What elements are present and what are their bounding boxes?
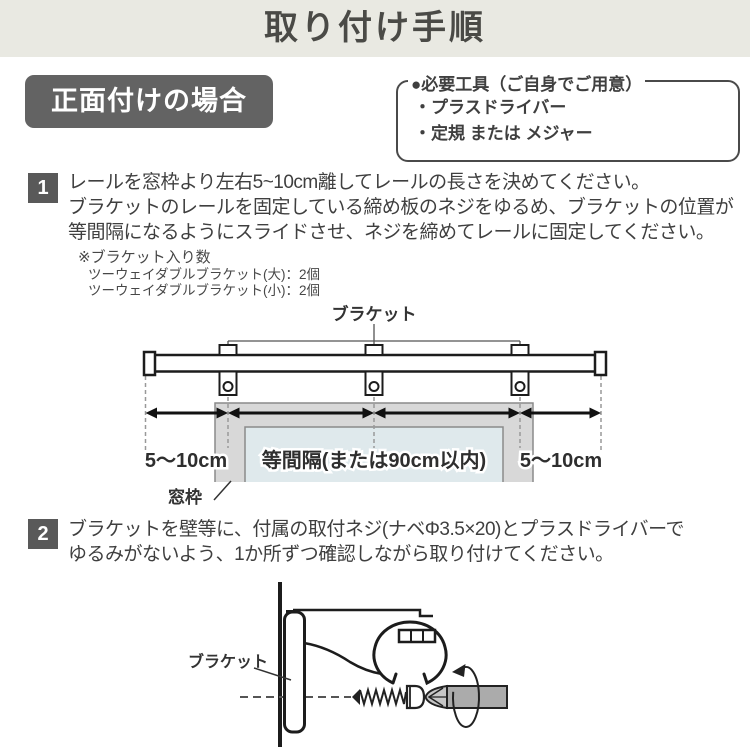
step-1-line-1: レールを窓枠より左右5~10cm離してレールの長さを決めてください。 bbox=[68, 172, 650, 193]
measure-center-label: 等間隔(または90cm以内) bbox=[262, 448, 486, 472]
screwdriver-graphic bbox=[424, 684, 508, 710]
window-frame-label: 窓枠 bbox=[168, 487, 202, 507]
bracket-note-large: ツーウェイダブルブラケット(大)：2個 bbox=[88, 267, 320, 282]
step-1-text: レールを窓枠より左右5~10cm離してレールの長さを決めてください。 ブラケット… bbox=[68, 170, 734, 245]
bracket-note-title: ※ブラケット入り数 bbox=[78, 249, 211, 266]
rotation-arrow-icon bbox=[452, 664, 481, 728]
tool-item-ruler: ・定規 または メジャー bbox=[414, 124, 593, 143]
page-header: 取り付け手順 bbox=[0, 0, 750, 57]
required-tools-title: ●必要工具（ご自身でご用意） bbox=[408, 70, 646, 95]
bracket-mounting-diagram: ブラケット bbox=[188, 582, 508, 747]
section-badge-front-mount: 正面付けの場合 bbox=[25, 75, 273, 128]
step-2-line-1: ブラケットを壁等に、付属の取付ネジ(ナベΦ3.5×20)とプラスドライバーで bbox=[68, 519, 685, 540]
step-2-line-2: ゆるみがないよう、1か所ずつ確認しながら取り付けてください。 bbox=[68, 544, 614, 565]
bracket-label-pointer bbox=[253, 667, 292, 681]
measure-left-label: 5～10cm bbox=[145, 450, 227, 472]
required-tools-list: ・プラスドライバー ・定規 または メジャー bbox=[414, 95, 593, 147]
window-frame-pointer bbox=[213, 480, 232, 501]
bracket-note-small: ツーウェイダブルブラケット(小)：2個 bbox=[88, 282, 320, 298]
required-tools-box: ●必要工具（ご自身でご用意） ・プラスドライバー ・定規 または メジャー bbox=[396, 70, 740, 162]
step-1-line-2: ブラケットのレールを固定している締め板のネジをゆるめ、ブラケットの位置が bbox=[68, 197, 734, 218]
rail-brackets-graphic bbox=[218, 344, 530, 396]
rail-placement-diagram: ブラケット bbox=[142, 304, 608, 507]
step-1-line-3: 等間隔になるようにスライドさせ、ネジを締めてレールに固定してください。 bbox=[68, 222, 715, 243]
step-2-number: 2 bbox=[28, 519, 58, 549]
page-title: 取り付け手順 bbox=[264, 9, 486, 47]
mounting-screw-graphic bbox=[352, 684, 426, 710]
step-2-text: ブラケットを壁等に、付属の取付ネジ(ナベΦ3.5×20)とプラスドライバーで ゆ… bbox=[68, 517, 685, 567]
bracket-side-view bbox=[283, 610, 306, 734]
step-1-number: 1 bbox=[28, 173, 58, 203]
measure-right-label: 5～10cm bbox=[520, 450, 602, 472]
window-frame-graphic bbox=[214, 402, 534, 482]
tool-item-screwdriver: ・プラスドライバー bbox=[414, 98, 567, 117]
measure-arrowheads bbox=[145, 407, 601, 419]
bracket-label-diagram1: ブラケット bbox=[332, 304, 417, 324]
bracket-note-list: ツーウェイダブルブラケット(大)：2個 ツーウェイダブルブラケット(小)：2個 bbox=[88, 267, 320, 298]
bracket-label-diagram2: ブラケット bbox=[188, 652, 268, 671]
bracket-label-connector bbox=[227, 324, 521, 346]
dashed-guide-lines bbox=[144, 376, 602, 452]
rail-cross-section-graphic bbox=[286, 608, 448, 686]
